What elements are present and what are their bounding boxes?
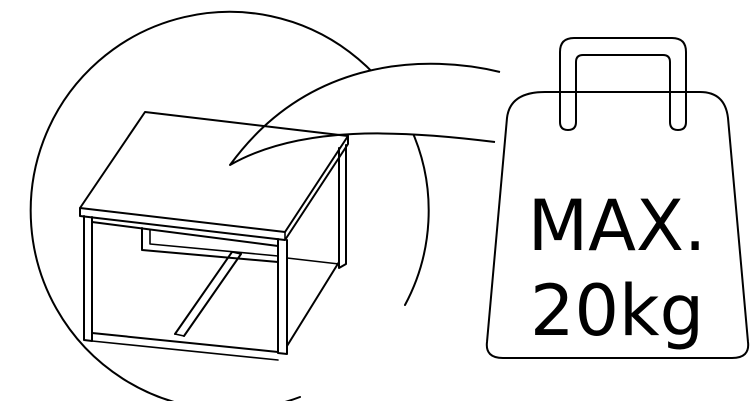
weight-limit-label: 20kg — [530, 270, 704, 352]
max-label: MAX. — [528, 185, 707, 267]
callout-pointer-icon — [229, 62, 501, 166]
weight-icon: MAX. 20kg — [485, 37, 750, 359]
table-icon — [79, 111, 349, 361]
